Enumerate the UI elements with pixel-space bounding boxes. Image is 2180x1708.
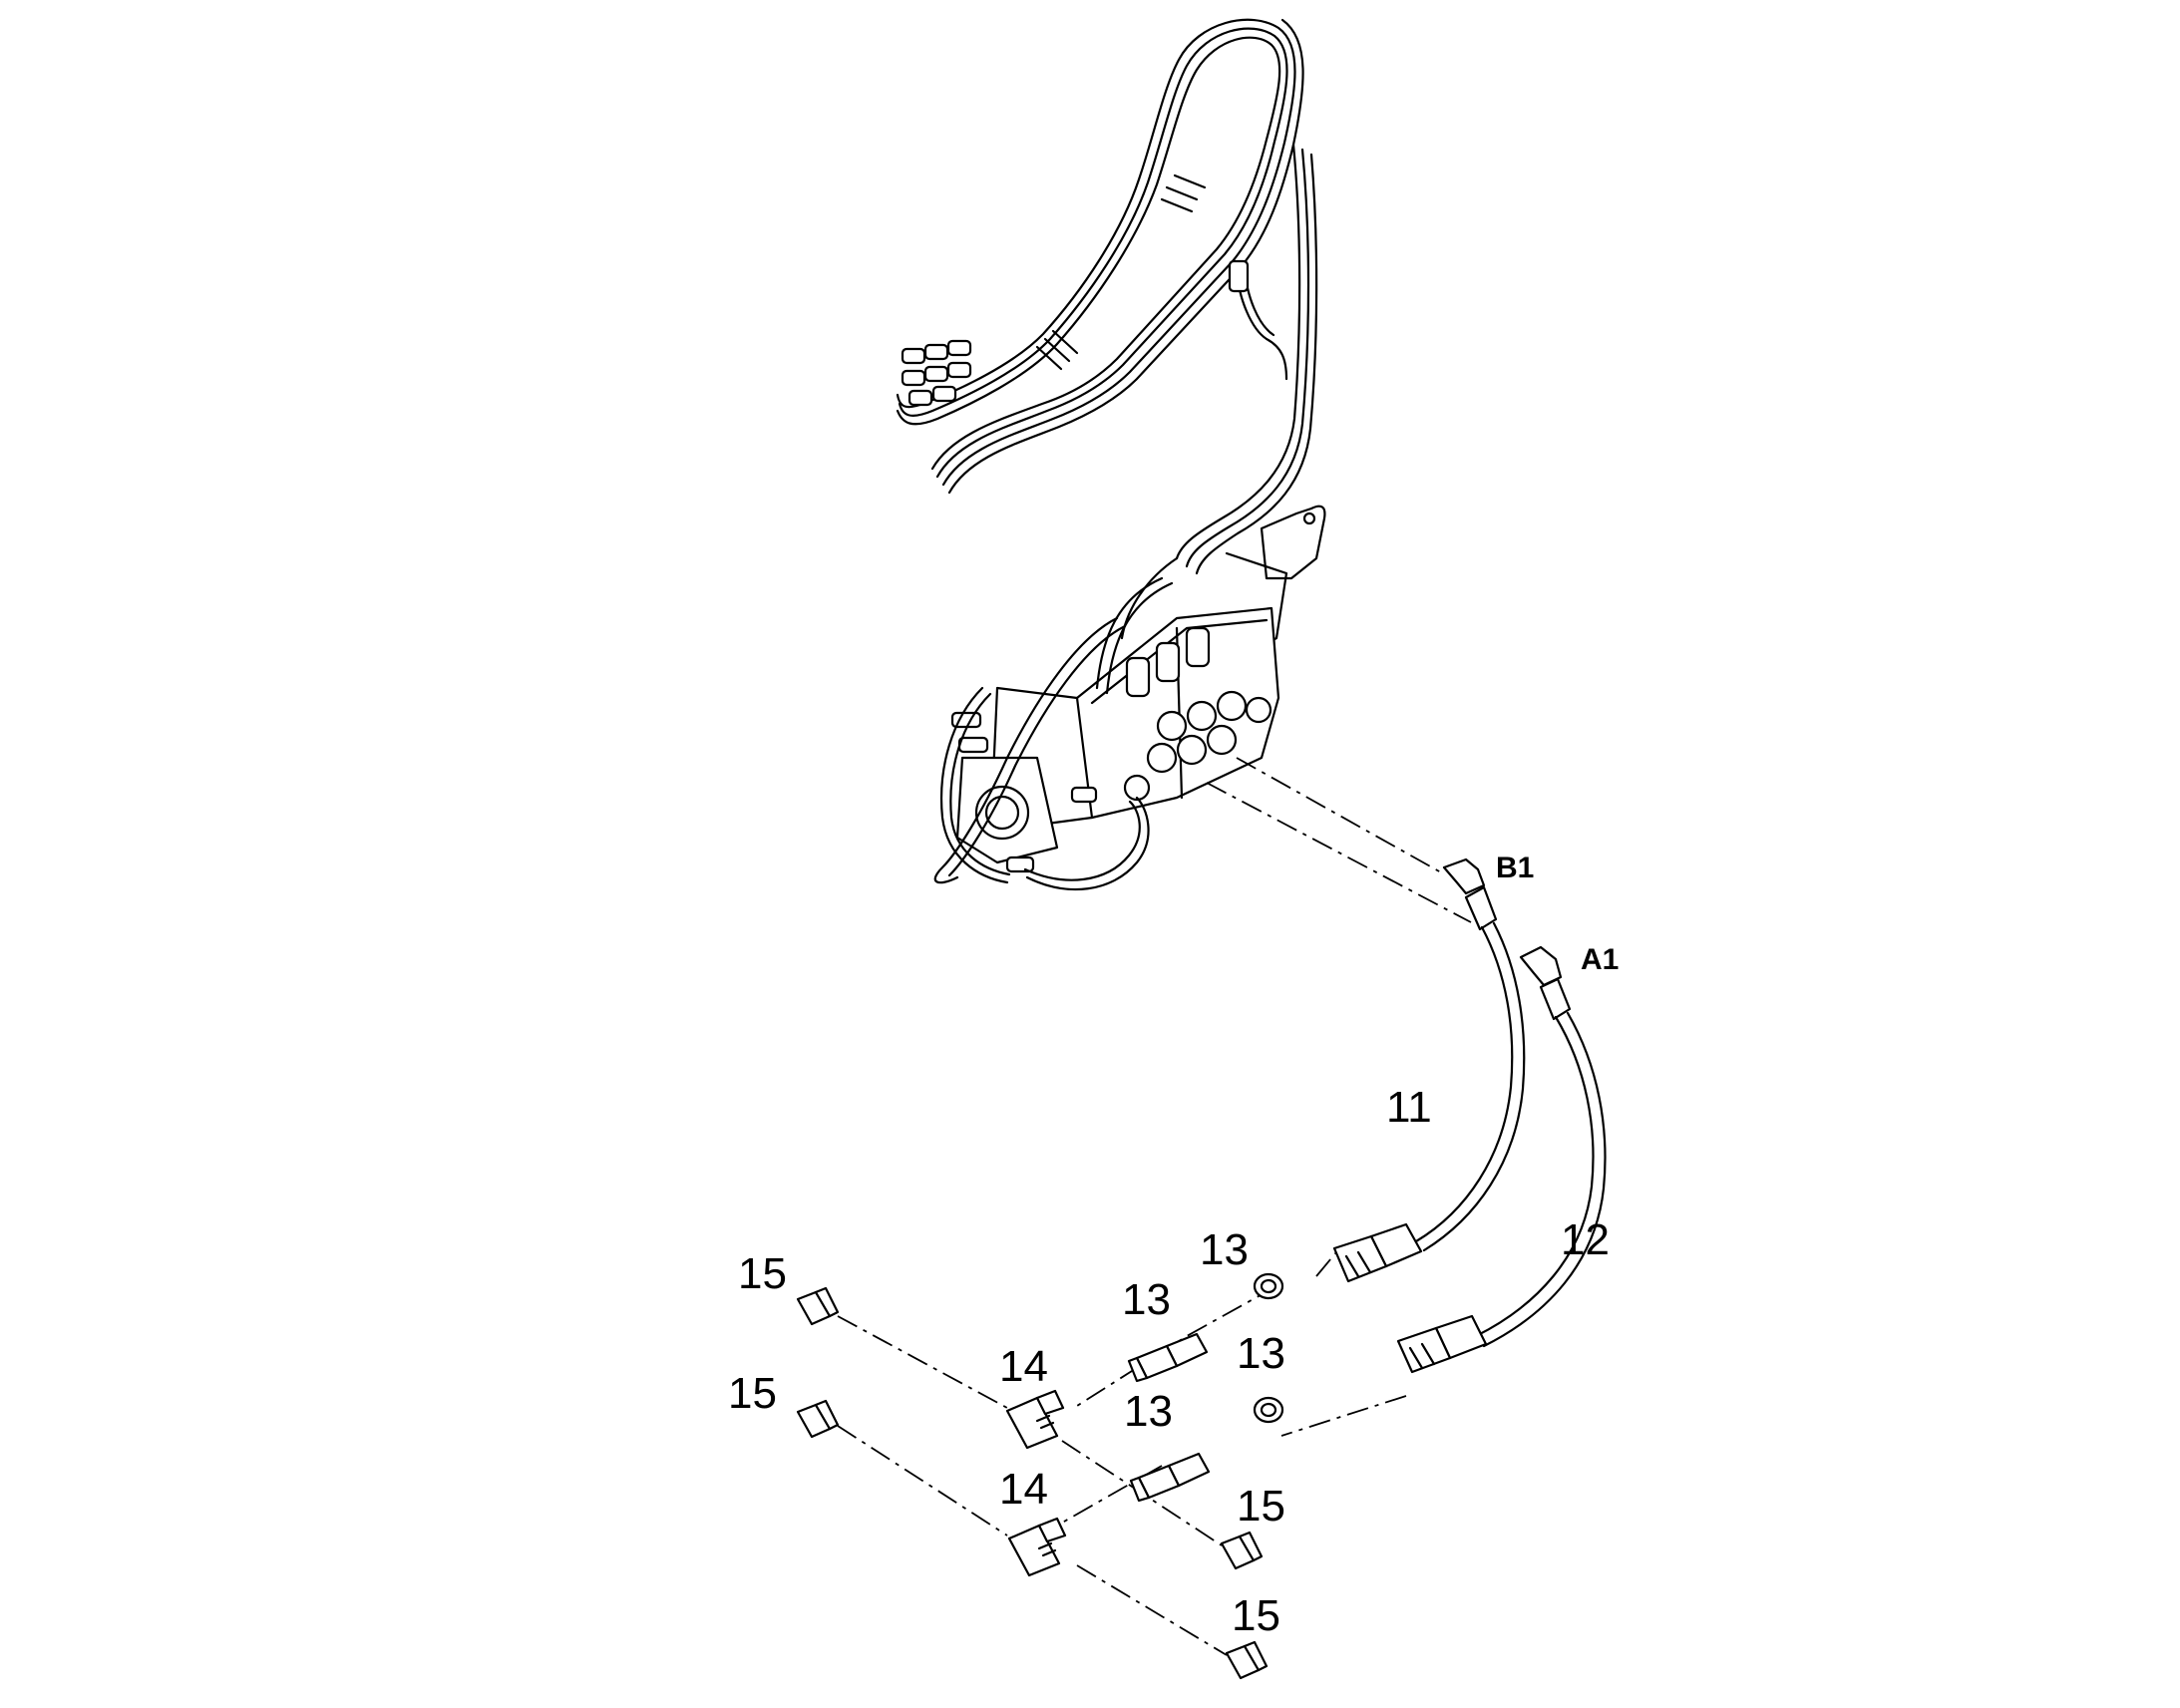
plug-upper-left — [796, 1286, 840, 1326]
callout-adapter-lower: 13 — [1124, 1387, 1173, 1436]
washer-upper — [1253, 1272, 1284, 1300]
callout-adapter-upper: 13 — [1122, 1275, 1171, 1324]
tee-upper — [1005, 1389, 1065, 1450]
plug-lower-right — [1225, 1640, 1269, 1680]
hose-a1 — [1396, 945, 1607, 1374]
callout-hose-b1: 11 — [1386, 1083, 1432, 1132]
plug-upper-right — [1220, 1531, 1264, 1570]
adapter-lower — [1129, 1452, 1211, 1503]
overhead-hose-bundle — [896, 18, 1318, 575]
callout-plug-lower-right: 15 — [1232, 1591, 1280, 1640]
callout-washer-lower: 13 — [1237, 1329, 1285, 1378]
port-label-a1: A1 — [1581, 943, 1619, 976]
mounting-bracket — [1225, 505, 1326, 660]
callout-tee-lower: 14 — [999, 1465, 1048, 1514]
callout-washer-upper: 13 — [1200, 1225, 1249, 1274]
control-valve-assembly — [933, 556, 1280, 891]
callout-plug-upper-left: 15 — [738, 1249, 787, 1298]
tee-lower — [1007, 1517, 1067, 1577]
hose-end-fittings — [901, 339, 972, 407]
callout-plug-upper-right: 15 — [1237, 1482, 1285, 1531]
adapter-upper — [1127, 1332, 1209, 1383]
washer-lower — [1253, 1396, 1284, 1424]
leader-lines — [837, 757, 1472, 1656]
port-label-b1: B1 — [1496, 852, 1534, 884]
callout-tee-upper: 14 — [999, 1342, 1048, 1391]
plug-lower-left — [796, 1399, 840, 1439]
callout-plug-lower-left: 15 — [728, 1369, 777, 1418]
callout-hose-a1: 12 — [1561, 1215, 1610, 1264]
hose-b1 — [1332, 857, 1526, 1283]
